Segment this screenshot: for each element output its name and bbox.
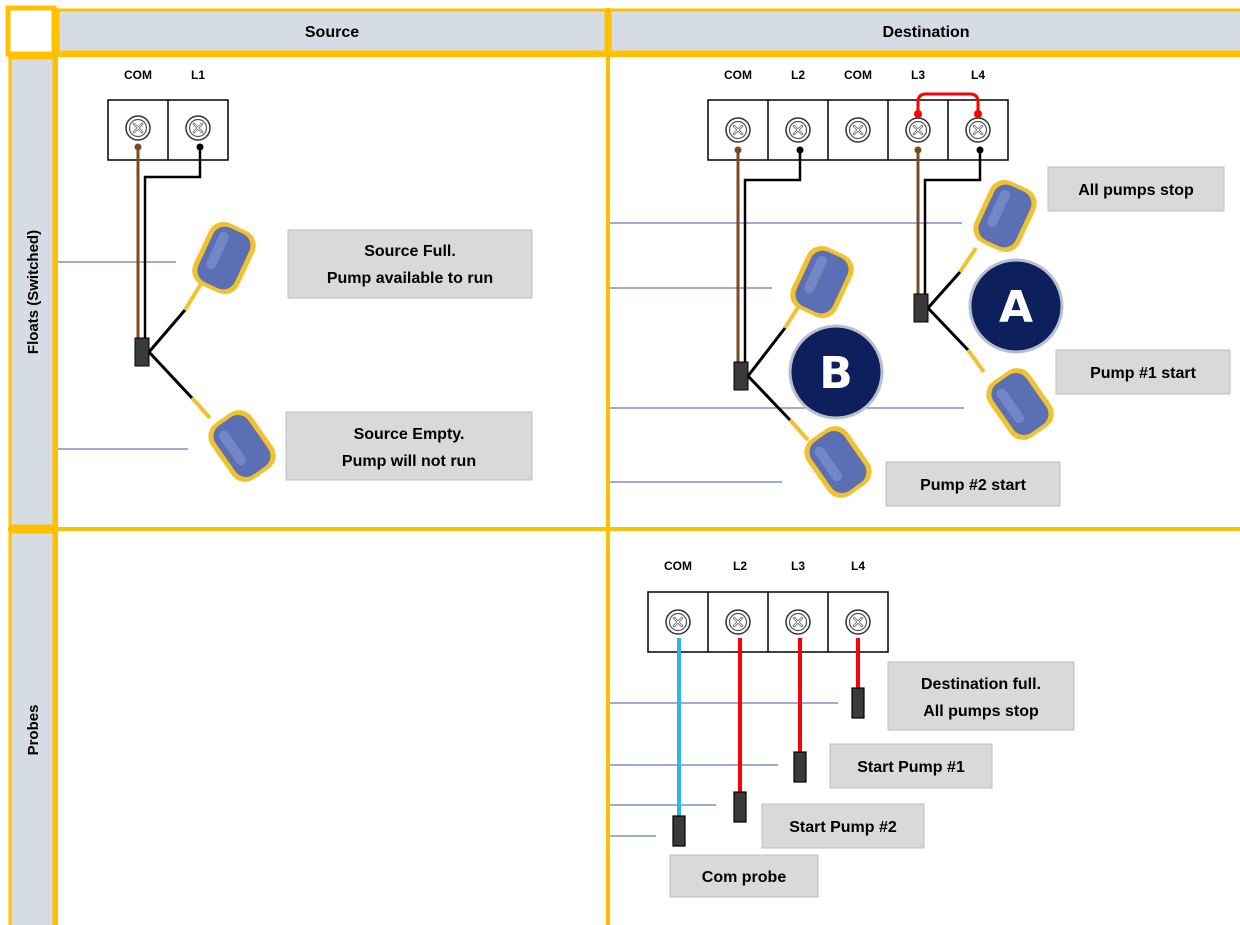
svg-text:Pump available to run: Pump available to run	[327, 270, 493, 287]
label-pump-2-start: Pump #2 start	[885, 461, 1061, 507]
float-junction	[733, 361, 749, 391]
probe-wires	[677, 638, 860, 818]
terminal-label: L2	[791, 68, 805, 82]
svg-text:A: A	[999, 282, 1033, 333]
screw-terminal-icon	[184, 114, 212, 142]
svg-text:Pump #1 start: Pump #1 start	[1090, 365, 1196, 382]
svg-text:Source Full.: Source Full.	[364, 243, 456, 260]
screw-terminal-icon	[724, 608, 752, 636]
terminal-label: COM	[724, 68, 752, 82]
probe-terminal-block: COM L2 L3 L4	[647, 559, 889, 653]
source-float-cables	[147, 280, 212, 420]
float-junction	[913, 293, 929, 323]
source-terminal-block: COM L1	[107, 68, 229, 161]
svg-text:Start Pump #2: Start Pump #2	[789, 819, 897, 836]
terminal-label: COM	[124, 68, 152, 82]
probe-l2	[733, 791, 747, 823]
destination-wires	[734, 146, 984, 362]
destination-float-cables	[746, 246, 986, 442]
probe-com	[672, 815, 686, 847]
source-wires	[134, 143, 204, 340]
header-destination-cell	[608, 8, 1240, 54]
destination-terminal-block: COM L2 COM L3 L4	[707, 68, 1009, 161]
terminal-label: L4	[851, 559, 865, 573]
label-source-empty: Source Empty. Pump will not run	[285, 411, 533, 481]
header-destination: Destination	[882, 24, 969, 41]
label-all-pumps-stop: All pumps stop	[1047, 166, 1225, 212]
svg-text:All pumps stop: All pumps stop	[923, 703, 1039, 720]
badge-b: B	[788, 324, 884, 420]
terminal-label: COM	[844, 68, 872, 82]
grid-frame	[5, 5, 1240, 925]
row-label-floats: Floats (Switched)	[25, 230, 42, 354]
svg-text:Pump #2 start: Pump #2 start	[920, 477, 1026, 494]
screw-terminal-icon	[964, 116, 992, 144]
screw-terminal-icon	[724, 116, 752, 144]
terminal-label: L3	[791, 559, 805, 573]
label-com-probe: Com probe	[669, 854, 819, 898]
terminal-label: L4	[971, 68, 985, 82]
header-source-cell	[56, 8, 608, 54]
float-switch-icon	[798, 419, 878, 505]
jumper-wire	[914, 92, 982, 118]
label-start-pump-2: Start Pump #2	[761, 803, 925, 849]
label-destination-full: Destination full. All pumps stop	[887, 661, 1075, 731]
label-source-full: Source Full. Pump available to run	[287, 229, 533, 299]
float-junction	[134, 337, 150, 367]
probe-l4	[851, 687, 865, 719]
badge-a: A	[968, 258, 1064, 354]
terminal-label: L2	[733, 559, 747, 573]
screw-terminal-icon	[124, 114, 152, 142]
float-switch-icon	[980, 361, 1060, 447]
header-source: Source	[305, 24, 359, 41]
row-probes-cell	[8, 530, 56, 925]
svg-text:B: B	[819, 348, 853, 399]
screw-terminal-icon	[844, 116, 872, 144]
row-floats-cell	[8, 56, 56, 528]
float-switch-icon	[202, 403, 282, 489]
corner-cell	[5, 5, 57, 57]
float-switch-icon	[967, 174, 1043, 258]
row-label-probes: Probes	[25, 705, 42, 756]
svg-text:Com probe: Com probe	[702, 869, 787, 886]
svg-text:Source Empty.: Source Empty.	[354, 426, 465, 443]
screw-terminal-icon	[784, 608, 812, 636]
svg-text:All pumps stop: All pumps stop	[1078, 182, 1194, 199]
svg-text:Destination full.: Destination full.	[921, 676, 1041, 693]
terminal-label: L1	[191, 68, 205, 82]
screw-terminal-icon	[784, 116, 812, 144]
label-pump-1-start: Pump #1 start	[1055, 349, 1231, 395]
svg-text:Start Pump #1: Start Pump #1	[857, 759, 965, 776]
label-start-pump-1: Start Pump #1	[829, 743, 993, 789]
terminal-label: L3	[911, 68, 925, 82]
screw-terminal-icon	[904, 116, 932, 144]
svg-text:Pump will not run: Pump will not run	[342, 453, 476, 470]
terminal-label: COM	[664, 559, 692, 573]
screw-terminal-icon	[844, 608, 872, 636]
probe-l3	[793, 751, 807, 783]
screw-terminal-icon	[664, 608, 692, 636]
